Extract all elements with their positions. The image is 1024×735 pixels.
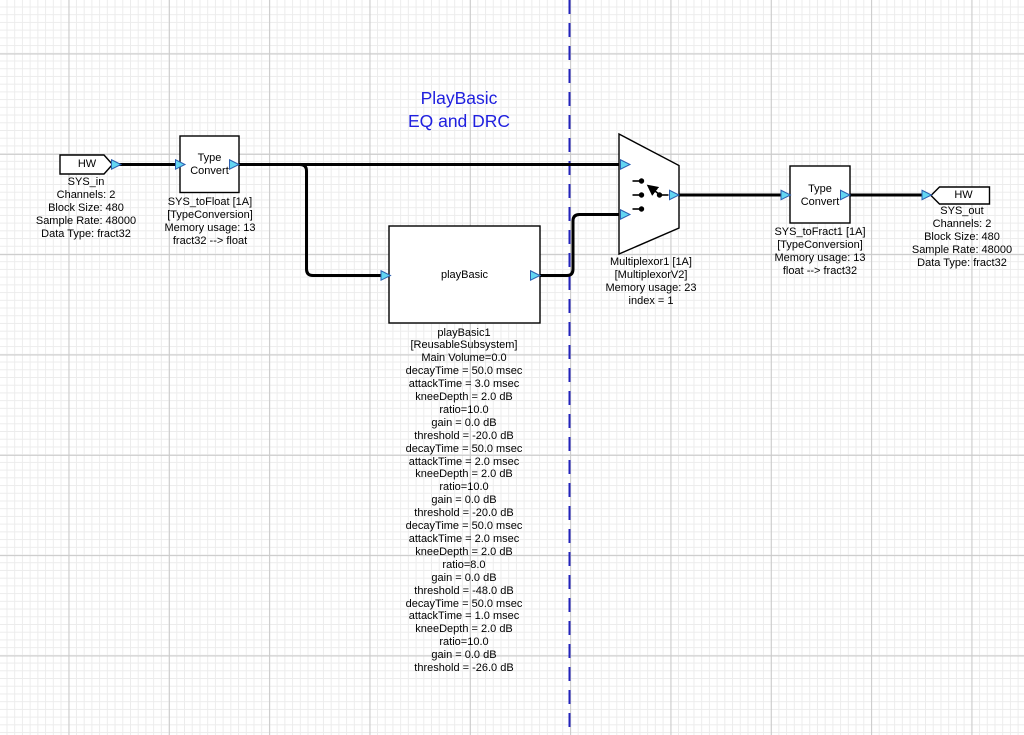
label-line: Type [808,183,832,195]
label-line: Memory usage: 23 [605,281,697,294]
playbasic-info: playBasic1[ReusableSubsystem]Main Volume… [406,327,523,675]
label-line: Data Type: fract32 [41,227,131,240]
label-line: playBasic1 [437,326,491,339]
label-line: decayTime = 50.0 msec [405,442,523,455]
port-arrow-icon[interactable] [620,158,632,171]
diagram-title[interactable]: PlayBasic EQ and DRC [408,87,510,133]
label-line: kneeDepth = 2.0 dB [415,391,513,404]
sys-tofract-info: SYS_toFract1 [1A][TypeConversion]Memory … [774,226,865,278]
sys-out-block[interactable] [930,186,991,205]
label-line: [MultiplexorV2] [614,268,688,281]
port-arrow-icon[interactable] [229,158,241,171]
playbasic-label: playBasic [440,269,489,281]
label-line: SYS_out [940,205,984,217]
label-line: Type [197,152,222,164]
playbasic-block[interactable] [388,225,541,324]
label-line: threshold = -26.0 dB [414,662,514,675]
label-line: gain = 0.0 dB [431,494,497,507]
port-arrow-icon[interactable] [620,208,632,221]
label-line: Main Volume=0.0 [421,352,507,365]
label-line: gain = 0.0 dB [431,571,497,584]
label-line: threshold = -20.0 dB [414,429,514,442]
label-line: Channels: 2 [56,188,116,201]
label-line: kneeDepth = 2.0 dB [415,468,513,481]
label-line: ratio=10.0 [439,481,489,494]
label-line: Data Type: fract32 [917,256,1007,269]
label-line: ratio=8.0 [442,558,486,571]
label-line: Memory usage: 13 [774,251,866,264]
port-arrow-icon[interactable] [921,189,933,201]
label-line: Block Size: 480 [48,201,124,214]
label-line: Multiplexor1 [1A] [610,256,692,268]
label-line: Convert [190,164,229,177]
label-line: [TypeConversion] [167,208,253,221]
sys-out-hw-label: HW [954,189,973,201]
port-arrow-icon[interactable] [530,269,542,282]
label-line: [ReusableSubsystem] [410,339,518,352]
sys-in-block[interactable] [59,154,114,175]
mux-switch-icon [632,178,669,212]
label-line: PlayBasic [420,88,498,108]
label-line: gain = 0.0 dB [431,416,497,429]
label-line: decayTime = 50.0 msec [405,597,523,610]
label-line: index = 1 [628,294,674,307]
port-arrow-icon[interactable] [380,269,392,282]
label-line: Channels: 2 [932,217,992,230]
label-line: threshold = -20.0 dB [414,507,514,520]
port-arrow-icon[interactable] [840,189,852,201]
label-line: decayTime = 50.0 msec [405,520,523,533]
label-line: attackTime = 1.0 msec [408,610,520,623]
label-line: SYS_toFloat [1A] [167,196,253,208]
label-line: Block Size: 480 [924,230,1000,243]
label-line: EQ and DRC [407,111,511,131]
label-line: kneeDepth = 2.0 dB [415,545,513,558]
wire-playbasic-to-mux[interactable] [540,213,621,277]
label-line: Sample Rate: 48000 [911,243,1013,256]
label-line: attackTime = 3.0 msec [408,378,520,391]
port-arrow-icon[interactable] [780,189,792,201]
label-line: Convert [800,195,840,208]
label-line: Sample Rate: 48000 [35,214,137,227]
port-arrow-icon[interactable] [175,158,187,171]
label-line: SYS_toFract1 [1A] [774,226,866,238]
sys-tofloat-info: SYS_toFloat [1A][TypeConversion]Memory u… [164,196,255,248]
label-line: kneeDepth = 2.0 dB [415,623,513,636]
port-arrow-icon[interactable] [111,158,123,171]
label-line: float --> fract32 [782,264,858,277]
label-line: gain = 0.0 dB [431,649,497,662]
sys-in-hw-label: HW [77,158,97,170]
label-line: [TypeConversion] [777,238,863,251]
label-line: ratio=10.0 [439,636,489,649]
label-line: threshold = -48.0 dB [414,584,514,597]
label-line: ratio=10.0 [439,403,489,416]
label-line: fract32 --> float [172,234,248,247]
multiplexor-info: Multiplexor1 [1A][MultiplexorV2]Memory u… [605,256,696,308]
label-line: attackTime = 2.0 msec [408,455,520,468]
wire-branch-to-playbasic[interactable] [299,163,383,277]
label-line: Memory usage: 13 [164,221,256,234]
label-line: attackTime = 2.0 msec [408,533,520,545]
port-arrow-icon[interactable] [669,189,681,201]
label-line: decayTime = 50.0 msec [405,365,523,378]
label-line: SYS_in [67,176,105,188]
